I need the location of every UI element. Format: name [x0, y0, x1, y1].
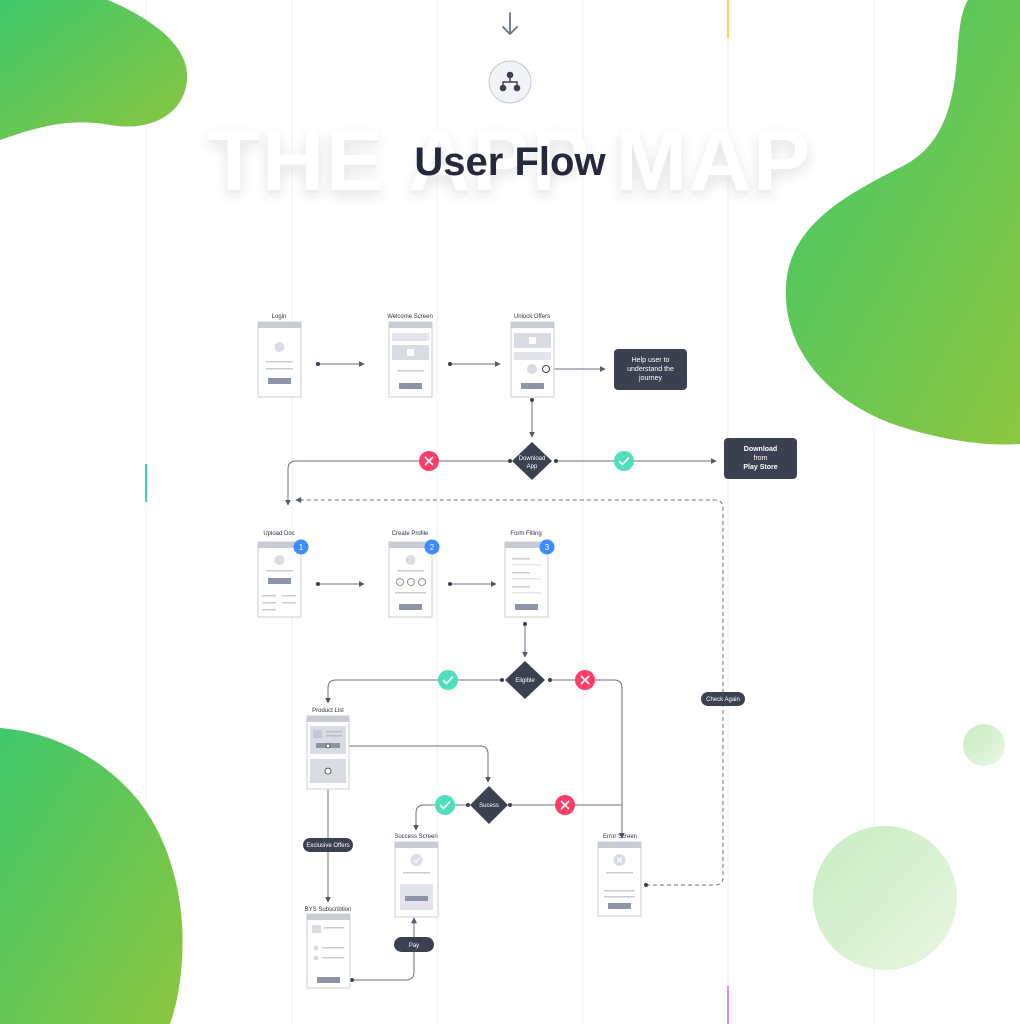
edge-eligible-no — [550, 679, 625, 839]
check-icon — [435, 795, 455, 815]
check-icon — [614, 451, 634, 471]
svg-text:Play Store: Play Store — [743, 464, 777, 471]
label-success-screen: Success Screen — [394, 834, 437, 840]
svg-text:3: 3 — [545, 543, 550, 552]
svg-text:2: 2 — [430, 543, 435, 552]
step-badge-1: 1 — [293, 539, 309, 555]
svg-text:Download: Download — [519, 456, 546, 462]
label-create-profile: Create Profile — [392, 531, 429, 537]
svg-text:journey: journey — [638, 375, 662, 382]
no-icon — [419, 451, 439, 471]
label-product-list: Product List — [312, 708, 344, 714]
pill-exclusive-offers: Exclusive Offers — [303, 838, 353, 852]
svg-text:Pay: Pay — [409, 943, 419, 949]
step-badge-2: 2 — [424, 539, 440, 555]
svg-text:Download: Download — [744, 446, 777, 453]
decision-eligible: Eligible — [505, 661, 545, 699]
svg-text:from: from — [754, 455, 768, 462]
label-form-filling: Form Filling — [510, 531, 541, 537]
svg-text:App: App — [527, 464, 538, 470]
edge-bys-success — [352, 917, 417, 981]
screen-bys-subscription — [306, 913, 351, 989]
svg-text:understand the: understand the — [627, 366, 674, 373]
svg-text:Eligible: Eligible — [515, 678, 535, 684]
sitemap-icon — [488, 60, 532, 104]
label-bys-subscription: BYS Subscribtion — [305, 907, 352, 913]
edge-download-no — [285, 460, 510, 506]
svg-text:1: 1 — [299, 543, 304, 552]
svg-text:Sucess: Sucess — [479, 803, 499, 809]
step-badge-3: 3 — [539, 539, 555, 555]
screen-welcome — [388, 321, 433, 398]
page-title: User Flow — [414, 140, 606, 184]
watermark-title: THE APP MAP — [207, 113, 813, 209]
label-welcome: Welcome Screen — [387, 314, 433, 320]
edge-success-yes — [413, 804, 468, 831]
screen-upload-doc — [257, 541, 302, 618]
label-error-screen: Error Screen — [603, 834, 637, 840]
down-arrow-icon — [502, 12, 518, 35]
pill-check-again: Check Again — [701, 692, 745, 706]
note-help-user: Help user to understand the journey — [614, 349, 687, 390]
screen-unlock-offers — [510, 321, 555, 398]
pill-pay: Pay — [394, 937, 434, 952]
svg-text:Help user to: Help user to — [632, 357, 670, 364]
label-unlock-offers: Unlock Offers — [514, 314, 550, 320]
screen-success — [394, 841, 439, 918]
bubble-large — [813, 826, 957, 970]
blob-top-right — [785, 0, 1020, 445]
check-icon — [438, 670, 458, 690]
note-download-play-store: Download from Play Store — [724, 438, 797, 479]
edge-eligible-yes — [325, 679, 502, 704]
screen-form-filling — [504, 541, 549, 618]
blob-bottom-left — [0, 728, 183, 1024]
svg-text:Check Again: Check Again — [706, 697, 740, 703]
screen-product-list — [306, 715, 350, 790]
connector-dots — [316, 362, 648, 982]
no-icon — [555, 795, 575, 815]
label-login: Login — [272, 314, 287, 320]
screen-create-profile — [388, 541, 433, 618]
svg-text:Exclusive Offers: Exclusive Offers — [306, 843, 349, 849]
decision-download-app: Download App — [512, 442, 552, 480]
edge-product-success — [330, 745, 491, 783]
no-icon — [575, 670, 595, 690]
blob-top-left — [0, 0, 188, 140]
decision-success: Sucess — [470, 786, 508, 824]
screen-login — [257, 321, 302, 398]
bubble-small — [963, 724, 1005, 766]
label-upload-doc: Upload Doc — [263, 531, 294, 537]
screen-error — [597, 841, 642, 917]
